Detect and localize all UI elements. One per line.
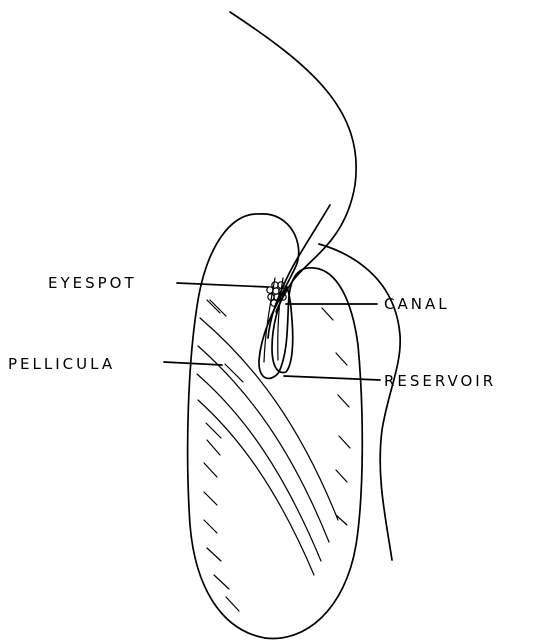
reservoir-leader-line xyxy=(284,376,380,380)
canal-label: CANAL xyxy=(384,295,450,313)
pellicula-label: PELLICULA xyxy=(8,355,115,373)
eyespot-leader-line xyxy=(177,283,268,287)
pellicula-leader-line xyxy=(164,362,222,365)
reservoir-label: RESERVOIR xyxy=(384,372,496,390)
pellicle-stripes xyxy=(197,300,350,611)
eyespot-label: EYESPOT xyxy=(48,274,137,292)
